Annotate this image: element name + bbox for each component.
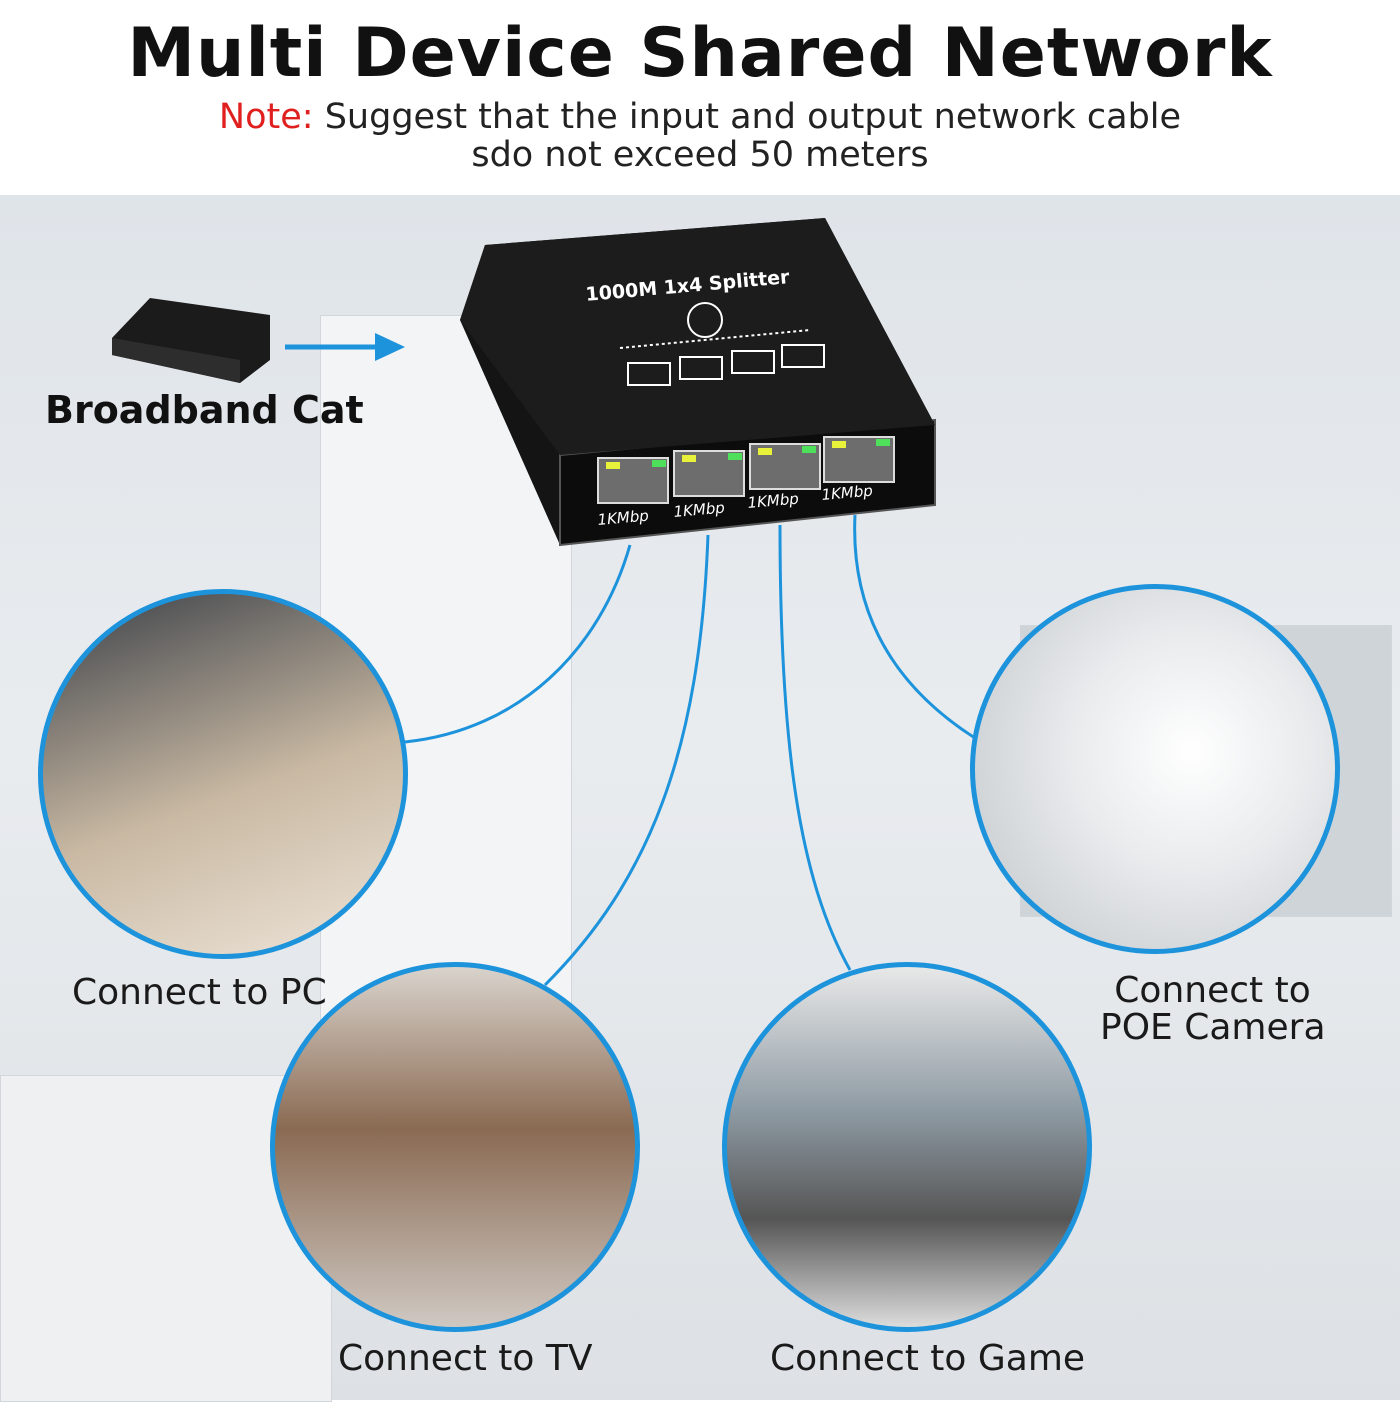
tv-label: Connect to TV bbox=[338, 1338, 593, 1379]
camera-label-line1: Connect to bbox=[1114, 970, 1311, 1011]
game-label: Connect to Game bbox=[770, 1338, 1086, 1379]
note-label: Note: bbox=[218, 97, 314, 137]
port-speed-4: 1KMbp bbox=[821, 482, 874, 504]
header: Multi Device Shared Network Note: Sugges… bbox=[0, 0, 1400, 195]
note-line1: Suggest that the input and output networ… bbox=[324, 97, 1182, 137]
game-image bbox=[722, 962, 1092, 1332]
cable-game bbox=[778, 524, 852, 971]
router-icon bbox=[112, 298, 270, 383]
arrow-right-icon bbox=[285, 333, 405, 361]
pc-label: Connect to PC bbox=[72, 972, 327, 1013]
port-speed-2: 1KMbp bbox=[673, 499, 726, 521]
page-title: Multi Device Shared Network bbox=[127, 14, 1273, 93]
tv-image bbox=[270, 962, 640, 1332]
camera-label-line2: POE Camera bbox=[1100, 1007, 1326, 1048]
broadband-label: Broadband Cat bbox=[45, 388, 364, 432]
splitter-device bbox=[460, 218, 936, 547]
cable-tv bbox=[543, 534, 710, 987]
port-speed-3: 1KMbp bbox=[747, 490, 800, 512]
cable-pc bbox=[404, 544, 632, 744]
camera-label: Connect to POE Camera bbox=[1100, 970, 1326, 1048]
camera-image bbox=[970, 584, 1340, 954]
pc-image bbox=[38, 589, 408, 959]
note: Note: Suggest that the input and output … bbox=[0, 98, 1400, 174]
note-line2: sdo not exceed 50 meters bbox=[471, 135, 929, 175]
port-speed-1: 1KMbp bbox=[597, 507, 650, 529]
network-topology-icon bbox=[619, 302, 825, 386]
cable-camera bbox=[853, 514, 976, 740]
